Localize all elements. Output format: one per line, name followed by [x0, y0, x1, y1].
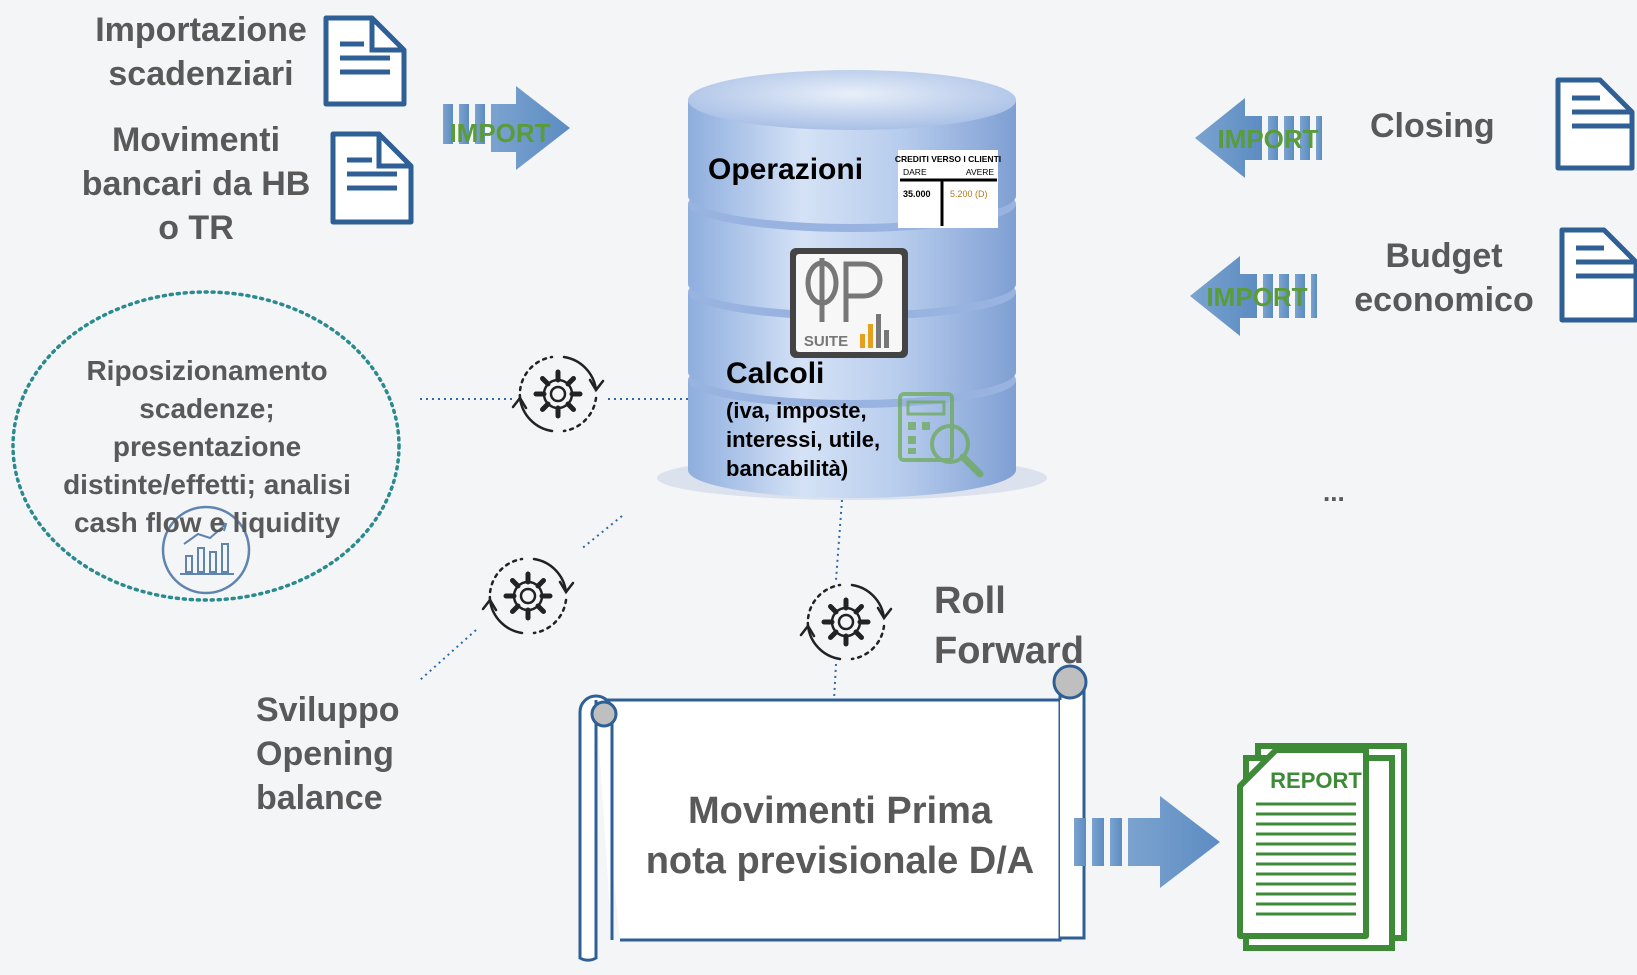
ledger-title: CREDITI VERSO I CLIENTI: [895, 154, 1001, 164]
label-more-inputs: ...: [1323, 477, 1345, 507]
label-calcoli: Calcoli: [726, 357, 825, 390]
ledger-card: CREDITI VERSO I CLIENTI DARE AVERE 35.00…: [895, 150, 1001, 228]
label-operazioni: Operazioni: [708, 153, 864, 186]
document-icon-closing: [1555, 77, 1635, 171]
label-closing: Closing: [1370, 107, 1495, 145]
label-line: Importazione: [95, 11, 307, 49]
suite-logo: SUITE: [790, 248, 908, 358]
gear-cycle-icon-riposizionamento: [511, 355, 605, 433]
label-line: cash flow e liquidity: [73, 507, 341, 538]
label-calcoli-detail: (iva, imposte, interessi, utile, bancabi…: [726, 396, 880, 483]
label-line: Sviluppo: [256, 691, 400, 729]
label-line: Opening: [256, 735, 394, 773]
label-line: Movimenti Prima: [687, 790, 993, 832]
ledger-val-avere: 5.200 (D): [950, 189, 988, 199]
label-budget-economico: Budget economico: [1344, 234, 1544, 322]
label-line: economico: [1354, 281, 1534, 319]
gear-cycle-icon-sviluppo: [481, 557, 575, 635]
import-arrow-left: IMPORT: [443, 86, 570, 170]
import-arrow-closing: IMPORT: [1195, 98, 1322, 178]
label-line: Roll: [934, 580, 1006, 622]
label-movimenti-prima-nota: Movimenti Prima nota previsionale D/A: [610, 786, 1070, 886]
report-label: REPORT: [1270, 768, 1362, 793]
suite-logo-text: SUITE: [804, 333, 848, 350]
calculator-magnifier-icon: [898, 392, 984, 478]
label-line: Riposizionamento: [86, 355, 328, 386]
document-icon-budget: [1559, 227, 1637, 323]
label-line: nota previsionale D/A: [645, 840, 1035, 882]
label-line: scadenziari: [108, 55, 294, 93]
document-icon-importazione: [323, 15, 407, 107]
import-arrow-budget: IMPORT: [1190, 256, 1317, 336]
label-sviluppo-opening-balance: Sviluppo Opening balance: [256, 688, 400, 820]
label-line: presentazione: [112, 431, 302, 462]
label-line: Budget: [1385, 237, 1503, 275]
label-line: balance: [256, 779, 383, 817]
label-line: o TR: [158, 209, 234, 247]
gear-cycle-icon-roll-forward: [799, 583, 893, 661]
report-icon: REPORT: [1237, 743, 1407, 951]
label-line: scadenze;: [139, 393, 275, 424]
label-line: Movimenti: [111, 121, 281, 159]
connector-lines: [419, 398, 843, 701]
growth-chart-icon: [161, 505, 251, 595]
label-movimenti-bancari: Movimenti bancari da HB o TR: [68, 118, 324, 250]
ledger-col-dare: DARE: [903, 167, 927, 177]
riposizionamento-ellipse: [11, 290, 401, 602]
ledger-val-dare: 35.000: [903, 189, 931, 199]
label-line: interessi, utile,: [726, 427, 881, 452]
label-roll-forward: Roll Forward: [934, 576, 1084, 676]
import-label-left: IMPORT: [449, 118, 550, 148]
label-line: Forward: [934, 630, 1084, 672]
label-riposizionamento: Riposizionamento scadenze; presentazione…: [22, 352, 392, 542]
document-icon-movimenti: [330, 131, 414, 225]
label-line: (iva, imposte,: [726, 398, 867, 423]
report-arrow: [1074, 796, 1220, 888]
ledger-col-avere: AVERE: [966, 167, 995, 177]
label-importazione-scadenziari: Importazione scadenziari: [82, 8, 320, 96]
label-line: bancabilità): [726, 456, 849, 481]
label-line: distinte/effetti; analisi: [63, 469, 351, 500]
prima-nota-scroll: [578, 664, 1088, 962]
import-label-budget: IMPORT: [1206, 282, 1307, 312]
import-label-closing: IMPORT: [1217, 124, 1318, 154]
label-line: bancari da HB: [81, 165, 311, 203]
